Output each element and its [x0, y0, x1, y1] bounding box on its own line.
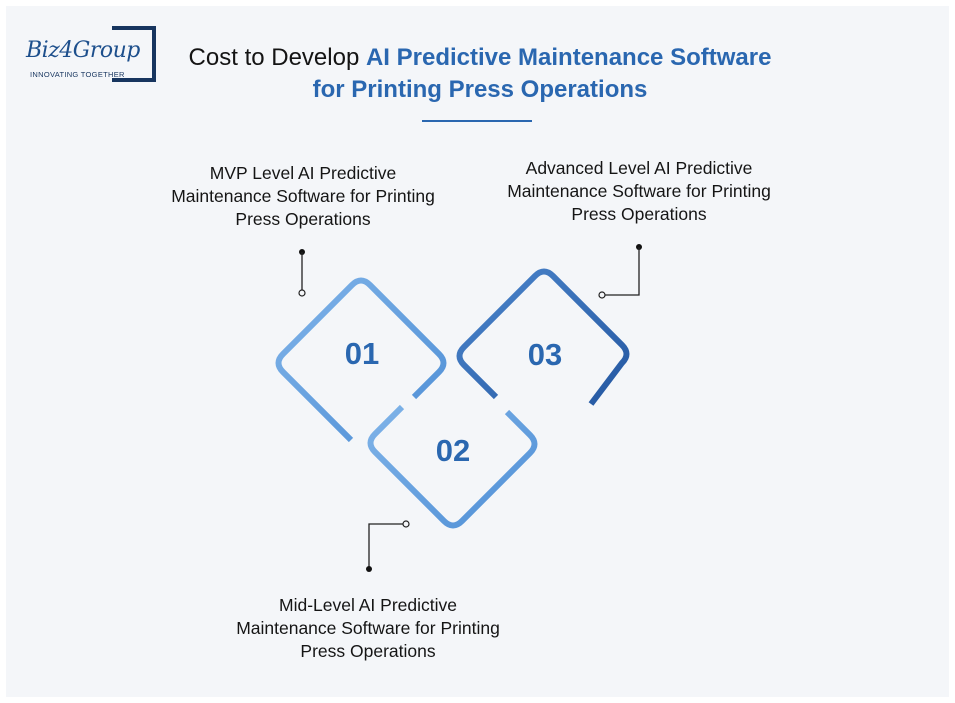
- level-03-number: 03: [527, 337, 563, 372]
- title-accent-text: AI Predictive Maintenance Software for P…: [312, 44, 772, 103]
- logo-wordmark: Biz4Group: [26, 38, 140, 63]
- title-plain-text: Cost to Develop: [188, 44, 366, 71]
- connector-03: [598, 244, 642, 299]
- level-02-number: 02: [435, 433, 471, 468]
- title-underline: [422, 120, 532, 122]
- connector-01: [298, 249, 306, 297]
- brand-logo: Biz4Group INNOVATING TOGETHER: [26, 24, 162, 86]
- level-03-label: Advanced Level AI Predictive Maintenance…: [507, 158, 771, 224]
- level-02-label: Mid-Level AI Predictive Maintenance Soft…: [236, 595, 500, 661]
- level-01-number: 01: [344, 336, 380, 371]
- diamond-02-outline: [367, 404, 538, 529]
- connector-02: [366, 520, 410, 572]
- diamond-03-outline: [456, 268, 630, 406]
- logo-tagline: INNOVATING TOGETHER: [30, 70, 125, 79]
- level-01-label: MVP Level AI Predictive Maintenance Soft…: [171, 163, 435, 229]
- logo-frame-shape: [112, 26, 156, 82]
- diamond-01-outline: [275, 277, 447, 443]
- page-title: Cost to Develop AI Predictive Maintenanc…: [180, 42, 780, 106]
